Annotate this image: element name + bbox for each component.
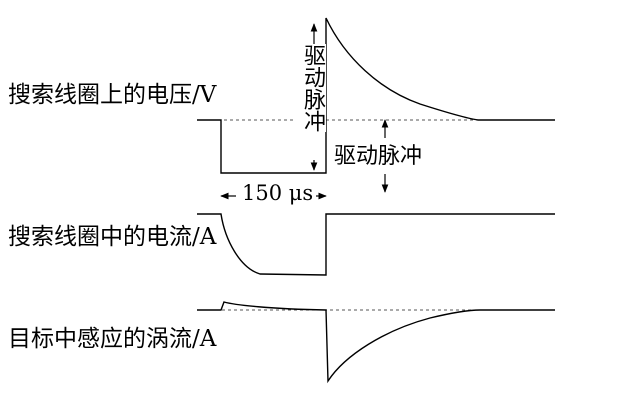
pulse-width-label: 150 μs	[239, 183, 317, 204]
eddy-label: 目标中感应的涡流/A	[8, 326, 217, 352]
voltage-trace	[197, 17, 555, 174]
voltage-label: 搜索线圈上的电压/V	[8, 82, 217, 108]
eddy-trace	[197, 301, 555, 384]
drive-pulse-vertical-label: 驱动脉冲	[296, 44, 326, 132]
current-trace	[197, 213, 555, 276]
eddy-waveform	[197, 301, 555, 384]
drive-pulse-side-label: 驱动脉冲	[334, 144, 423, 169]
current-label: 搜索线圈中的电流/A	[8, 224, 217, 250]
voltage-waveform	[197, 17, 555, 174]
current-waveform	[197, 213, 555, 276]
